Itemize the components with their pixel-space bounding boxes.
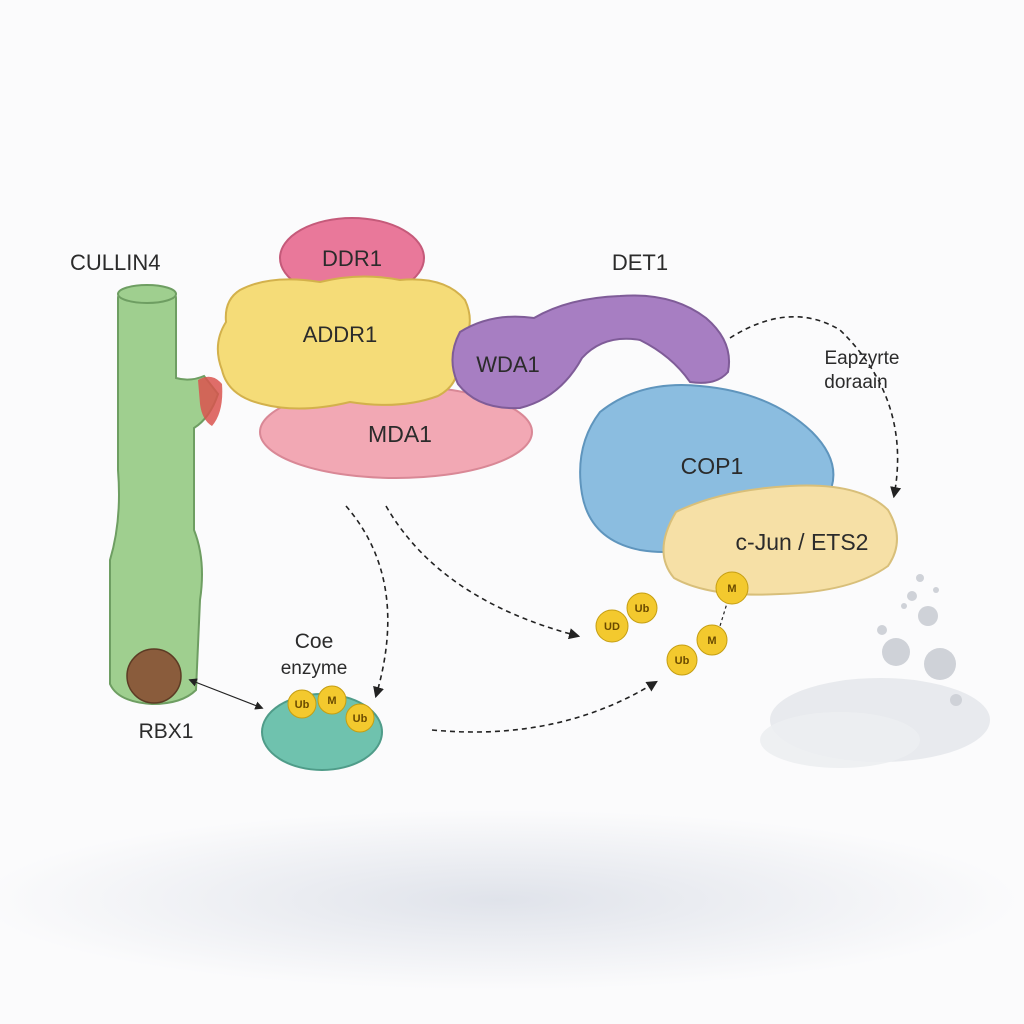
ubiquitin-mark: M (727, 583, 736, 595)
ubiquitin-bead (287, 689, 317, 719)
ubiquitin-mark: Ub (675, 655, 690, 667)
label-core-enzyme-line2: enzyme (281, 658, 348, 679)
label-core-enzyme-line1: Coe (295, 630, 334, 653)
cullin4-scaffold (109, 284, 220, 706)
ubiquitin-mark: M (707, 635, 716, 647)
ubiquitin-bead (696, 624, 728, 656)
cjun-ubiquitin-link (719, 599, 729, 627)
wda1-det1-protein (451, 294, 730, 410)
ubiquitin-mark: Ub (295, 699, 310, 711)
cullin4-red-linker (198, 376, 223, 426)
label-enzyme-domain-line1: Eapzyrte (825, 348, 900, 369)
ubiquitin-chain-core: Ub M Ub (287, 685, 375, 733)
degradation-debris (760, 574, 990, 768)
arrow-enzyme-domain-to-cjun (729, 316, 902, 499)
ubiquitin-chain-free: UD Ub M Ub M (595, 571, 749, 676)
label-rbx1: RBX1 (139, 720, 194, 743)
ubiquitin-bead (345, 703, 375, 733)
addr1-protein (216, 275, 471, 410)
cullin4-top-opening (117, 284, 177, 304)
ubiquitin-bead (666, 644, 698, 676)
arrow-core-enzyme-to-ubiquitin (431, 680, 658, 733)
ubiquitin-mark: UD (604, 621, 620, 633)
ubiquitin-mark: Ub (353, 713, 368, 725)
label-addr1: ADDR1 (303, 322, 378, 347)
label-wda1: WDA1 (476, 352, 540, 377)
label-cop1: COP1 (681, 453, 744, 479)
arrow-rbx1-core-enzyme (188, 678, 264, 710)
ubiquitin-bead (595, 609, 629, 643)
ubiquitin-bead (626, 592, 658, 624)
label-enzyme-domain-line2: doraain (824, 372, 887, 393)
label-mda1: MDA1 (368, 421, 432, 447)
cjun-ets2-protein (662, 484, 898, 596)
rbx1-ball (126, 648, 182, 704)
ubiquitin-bead (317, 685, 347, 715)
arrow-mda1-to-core-enzyme (345, 505, 389, 699)
label-cjun-ets2: c-Jun / ETS2 (736, 529, 869, 555)
label-cullin4: CULLIN4 (70, 250, 160, 275)
ubiquitin-mark: M (327, 695, 336, 707)
label-ddr1: DDR1 (322, 246, 382, 271)
ubiquitin-mark: Ub (635, 603, 650, 615)
background-shadow (0, 810, 1020, 990)
label-det1: DET1 (612, 250, 668, 275)
ubiquitin-bead (715, 571, 749, 605)
arrow-mda1-to-ubiquitin (385, 505, 581, 640)
